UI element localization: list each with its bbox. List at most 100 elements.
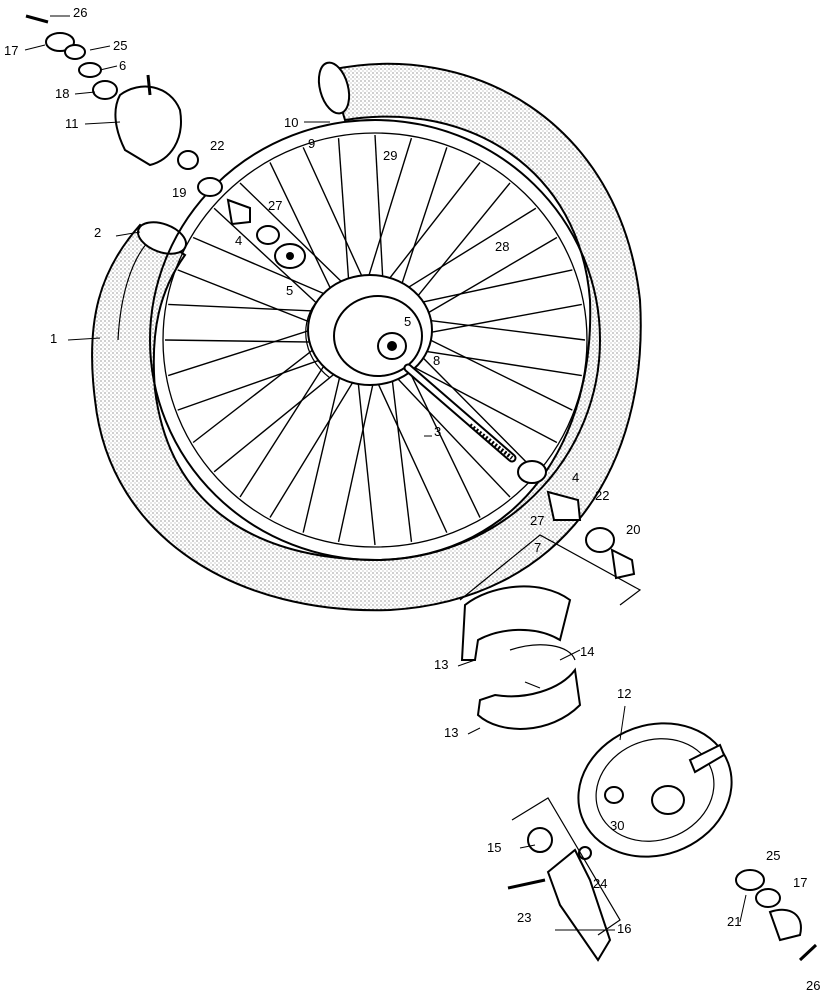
callout-2: 2 [94,225,101,240]
callout-4-right: 4 [572,470,579,485]
circlip-27-right [517,460,547,484]
leader-line [619,705,626,741]
spoke [395,147,448,303]
leader-line [559,649,581,661]
hub [305,274,433,386]
spoke [383,363,511,498]
spoke [404,347,582,377]
seal-19 [177,150,199,170]
cotter-pin-top [25,14,49,24]
leader-lines [24,15,747,931]
cam-30 [604,786,624,804]
callout-21: 21 [727,914,741,929]
group-brackets [459,534,642,936]
brake-shoes [460,585,582,730]
spoke [177,269,331,331]
callout-20: 20 [626,522,640,537]
callout-26-bottom: 26 [806,978,820,993]
callout-29: 29 [383,148,397,163]
spoke [213,360,351,473]
spoke [389,207,537,300]
brake-shoe-lower [476,667,582,730]
spoke [369,365,448,533]
callout-11: 11 [65,116,79,131]
callout-23: 23 [517,910,531,925]
spoke [376,162,481,295]
spring-14 [509,644,576,661]
bearing-4 [226,198,251,226]
right-axle-hardware [517,460,636,580]
spoke [407,341,537,473]
spacer-20 [610,548,636,580]
spoke [395,356,558,444]
spoke [164,339,333,344]
spoke [168,303,336,313]
spoke [213,207,333,319]
brake-shoe-upper [460,585,572,661]
callout-8: 8 [433,353,440,368]
bolt-23 [507,878,546,890]
spoke [337,138,351,299]
nut-18 [92,80,118,100]
washer-22-right [585,527,615,553]
washer-25 [755,888,781,908]
spoke [355,363,376,546]
callout-5-left: 5 [286,283,293,298]
callout-13-upper: 13 [434,657,448,672]
washer-22 [197,177,223,197]
speedometer-gearbox [114,85,182,167]
leader-line [115,231,141,237]
spokes [164,134,586,546]
spoke [407,316,586,341]
leader-line [89,45,111,51]
collar-21 [735,869,765,891]
callout-5-hub: 5 [404,314,411,329]
callout-16: 16 [617,921,631,936]
spoke [177,352,340,411]
callout-24: 24 [593,876,607,891]
callout-4-top: 4 [235,233,242,248]
spoke [239,347,336,498]
callout-28: 28 [495,239,509,254]
leader-line [84,121,121,125]
cotter-pin-bottom [798,943,818,962]
spoke [409,303,582,337]
callout-6: 6 [119,58,126,73]
leader-line [99,65,118,71]
callout-7: 7 [534,540,541,555]
spoke [409,329,573,411]
spoke [269,162,340,308]
spoke [337,365,378,543]
spoke [239,182,357,297]
callout-10: 10 [284,115,298,130]
indicator-15 [527,827,553,853]
callout-27-right: 27 [530,513,544,528]
callout-labels: 26 17 25 6 18 11 22 19 27 4 5 2 1 10 9 2… [4,5,820,993]
callout-26-top: 26 [73,5,87,20]
leader-line [467,727,481,735]
spoke [192,236,345,304]
callout-13-lower: 13 [444,725,458,740]
spoke [389,361,413,542]
callout-9: 9 [308,136,315,151]
callout-25-bottom: 25 [766,848,780,863]
callout-22-top: 22 [210,138,224,153]
callout-30: 30 [610,818,624,833]
brake-panel [577,722,733,858]
spoke [192,335,332,444]
callout-15: 15 [487,840,501,855]
callout-18: 18 [55,86,69,101]
bearing-4-right [546,490,582,521]
callout-3: 3 [434,424,441,439]
leader-line [74,91,96,95]
brake-arm-16 [546,848,612,962]
left-axle-hardware [25,14,306,269]
spoke [374,134,385,297]
axle-nut-17 [768,908,802,942]
callout-12: 12 [617,686,631,701]
spoke [269,365,364,518]
callout-1: 1 [50,331,57,346]
wheel-rim [149,119,601,561]
washer-6 [78,62,102,78]
